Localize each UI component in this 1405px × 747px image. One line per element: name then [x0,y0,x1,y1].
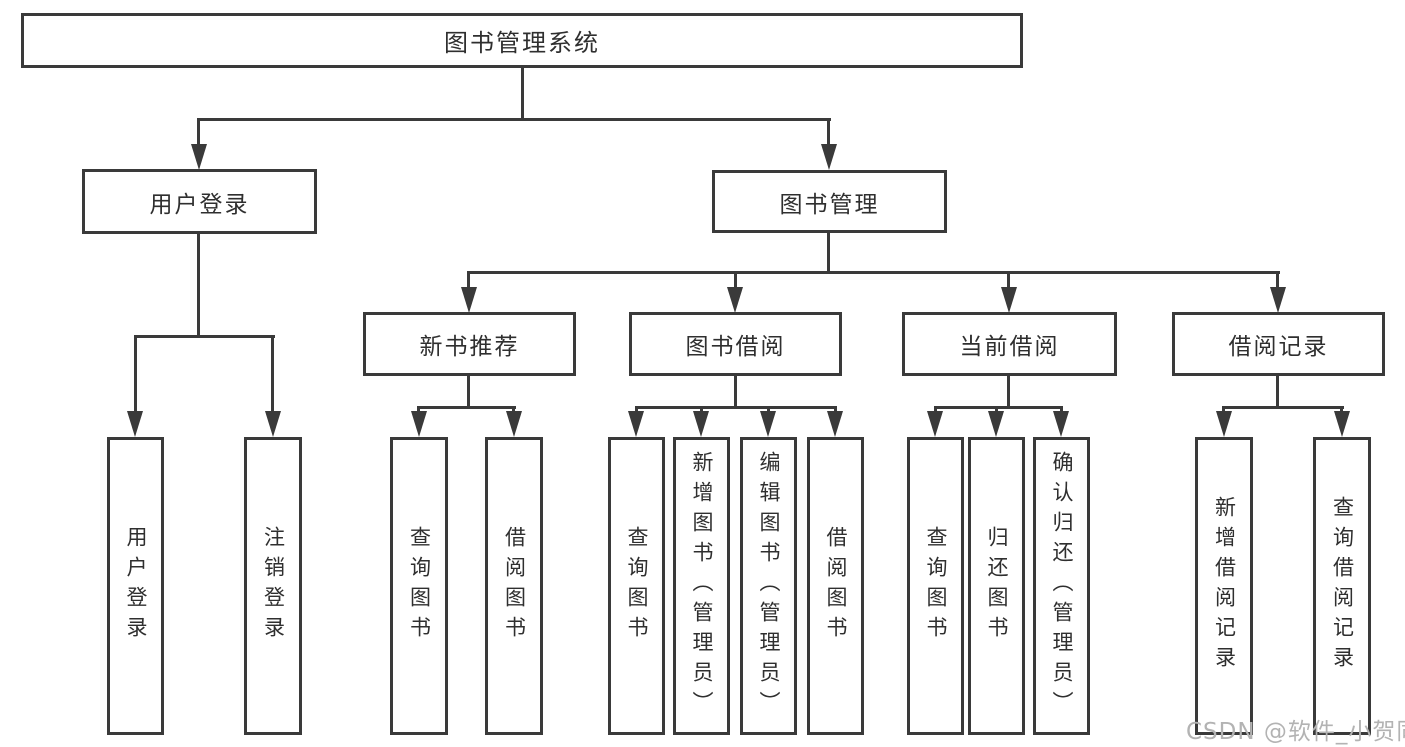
leaf-query-book-current-label: 查询图书 [924,526,948,646]
leaf-query-borrow-record: 查询借阅记录 [1313,437,1371,735]
connector-user-login-stem [197,233,200,338]
csdn-watermark: CSDN @软件_小贺同学 [1186,719,1405,745]
leaf-user-login: 用户登录 [107,437,164,735]
connector-user-login-bus [134,335,275,338]
arrow-down-icon [1216,411,1232,437]
arrow-down-icon [1334,411,1350,437]
leaf-return-book: 归还图书 [968,437,1025,735]
connector-record-stem [1276,376,1279,409]
arrow-down-icon [927,411,943,437]
connector-current-stem [1007,376,1010,409]
connector-drop-new-rec [467,271,470,289]
arrow-down-icon [411,411,427,437]
node-book-management: 图书管理 [712,170,947,233]
connector-root-stem [521,66,524,121]
leaf-confirm-return-admin-label: 确认归还（管理员） [1050,451,1074,721]
connector-record-bus [1223,406,1344,409]
arrow-down-icon [827,411,843,437]
connector-drop-leaf [271,335,274,415]
leaf-query-book-recommend: 查询图书 [390,437,448,735]
connector-drop-leaf [995,406,998,415]
node-current-borrow: 当前借阅 [902,312,1117,376]
connector-drop-record [1276,271,1279,289]
leaf-borrow-book-recommend: 借阅图书 [485,437,543,735]
arrow-down-icon [1001,287,1017,313]
node-current-borrow-label: 当前借阅 [959,334,1060,360]
leaf-edit-book-admin: 编辑图书（管理员） [740,437,797,735]
arrow-down-icon [727,287,743,313]
arrow-down-icon [821,144,837,170]
connector-drop-leaf [635,406,638,415]
leaf-add-book-admin: 新增图书（管理员） [673,437,730,735]
leaf-query-borrow-record-label: 查询借阅记录 [1330,496,1355,676]
connector-drop-current [1007,271,1010,289]
arrow-down-icon [628,411,644,437]
node-borrow-record: 借阅记录 [1172,312,1385,376]
connector-borrow-bus [635,406,837,409]
node-book-borrow-label: 图书借阅 [685,334,786,360]
leaf-logout-label: 注销登录 [261,526,286,646]
arrow-down-icon [693,411,709,437]
leaf-add-borrow-record: 新增借阅记录 [1195,437,1253,735]
arrow-down-icon [760,411,776,437]
leaf-edit-book-admin-label: 编辑图书（管理员） [757,451,781,721]
node-borrow-record-label: 借阅记录 [1228,334,1329,360]
connector-drop-leaf [1222,406,1225,415]
connector-drop-leaf [934,406,937,415]
node-root: 图书管理系统 [21,13,1023,68]
node-root-label: 图书管理系统 [444,29,600,57]
arrow-down-icon [127,411,143,437]
node-book-management-label: 图书管理 [779,191,880,218]
arrow-down-icon [265,411,281,437]
leaf-return-book-label: 归还图书 [985,526,1009,646]
connector-drop-borrow [734,271,737,289]
arrow-down-icon [506,411,522,437]
arrow-down-icon [1270,287,1286,313]
connector-drop-leaf [1060,406,1063,415]
node-user-login: 用户登录 [82,169,317,234]
leaf-query-book-recommend-label: 查询图书 [407,526,432,646]
connector-drop-user-login [197,118,200,146]
leaf-logout: 注销登录 [244,437,302,735]
connector-drop-book-mgmt [827,118,830,146]
connector-book-mgmt-stem [827,233,830,274]
connector-drop-leaf [134,335,137,415]
node-new-book-recommend-label: 新书推荐 [419,334,520,360]
leaf-add-book-admin-label: 新增图书（管理员） [690,451,714,721]
connector-drop-leaf [417,406,420,415]
connector-current-bus [934,406,1063,409]
connector-borrow-stem [734,376,737,409]
leaf-borrow-book-recommend-label: 借阅图书 [502,526,527,646]
leaf-confirm-return-admin: 确认归还（管理员） [1033,437,1090,735]
leaf-query-book-current: 查询图书 [907,437,964,735]
leaf-borrow-book: 借阅图书 [807,437,864,735]
connector-level2-bus [198,118,831,121]
connector-drop-leaf [512,406,515,415]
connector-new-rec-bus [418,406,516,409]
node-user-login-label: 用户登录 [149,191,250,218]
connector-drop-leaf [767,406,770,415]
leaf-query-book-borrow: 查询图书 [608,437,665,735]
arrow-down-icon [988,411,1004,437]
leaf-user-login-label: 用户登录 [124,526,148,646]
connector-drop-leaf [1340,406,1343,415]
connector-drop-leaf [700,406,703,415]
arrow-down-icon [461,287,477,313]
leaf-add-borrow-record-label: 新增借阅记录 [1212,496,1237,676]
node-new-book-recommend: 新书推荐 [363,312,576,376]
node-book-borrow: 图书借阅 [629,312,842,376]
connector-new-rec-stem [467,376,470,409]
connector-level3-bus [468,271,1280,274]
leaf-borrow-book-label: 借阅图书 [824,526,848,646]
arrow-down-icon [191,144,207,170]
connector-drop-leaf [834,406,837,415]
leaf-query-book-borrow-label: 查询图书 [625,526,649,646]
arrow-down-icon [1053,411,1069,437]
